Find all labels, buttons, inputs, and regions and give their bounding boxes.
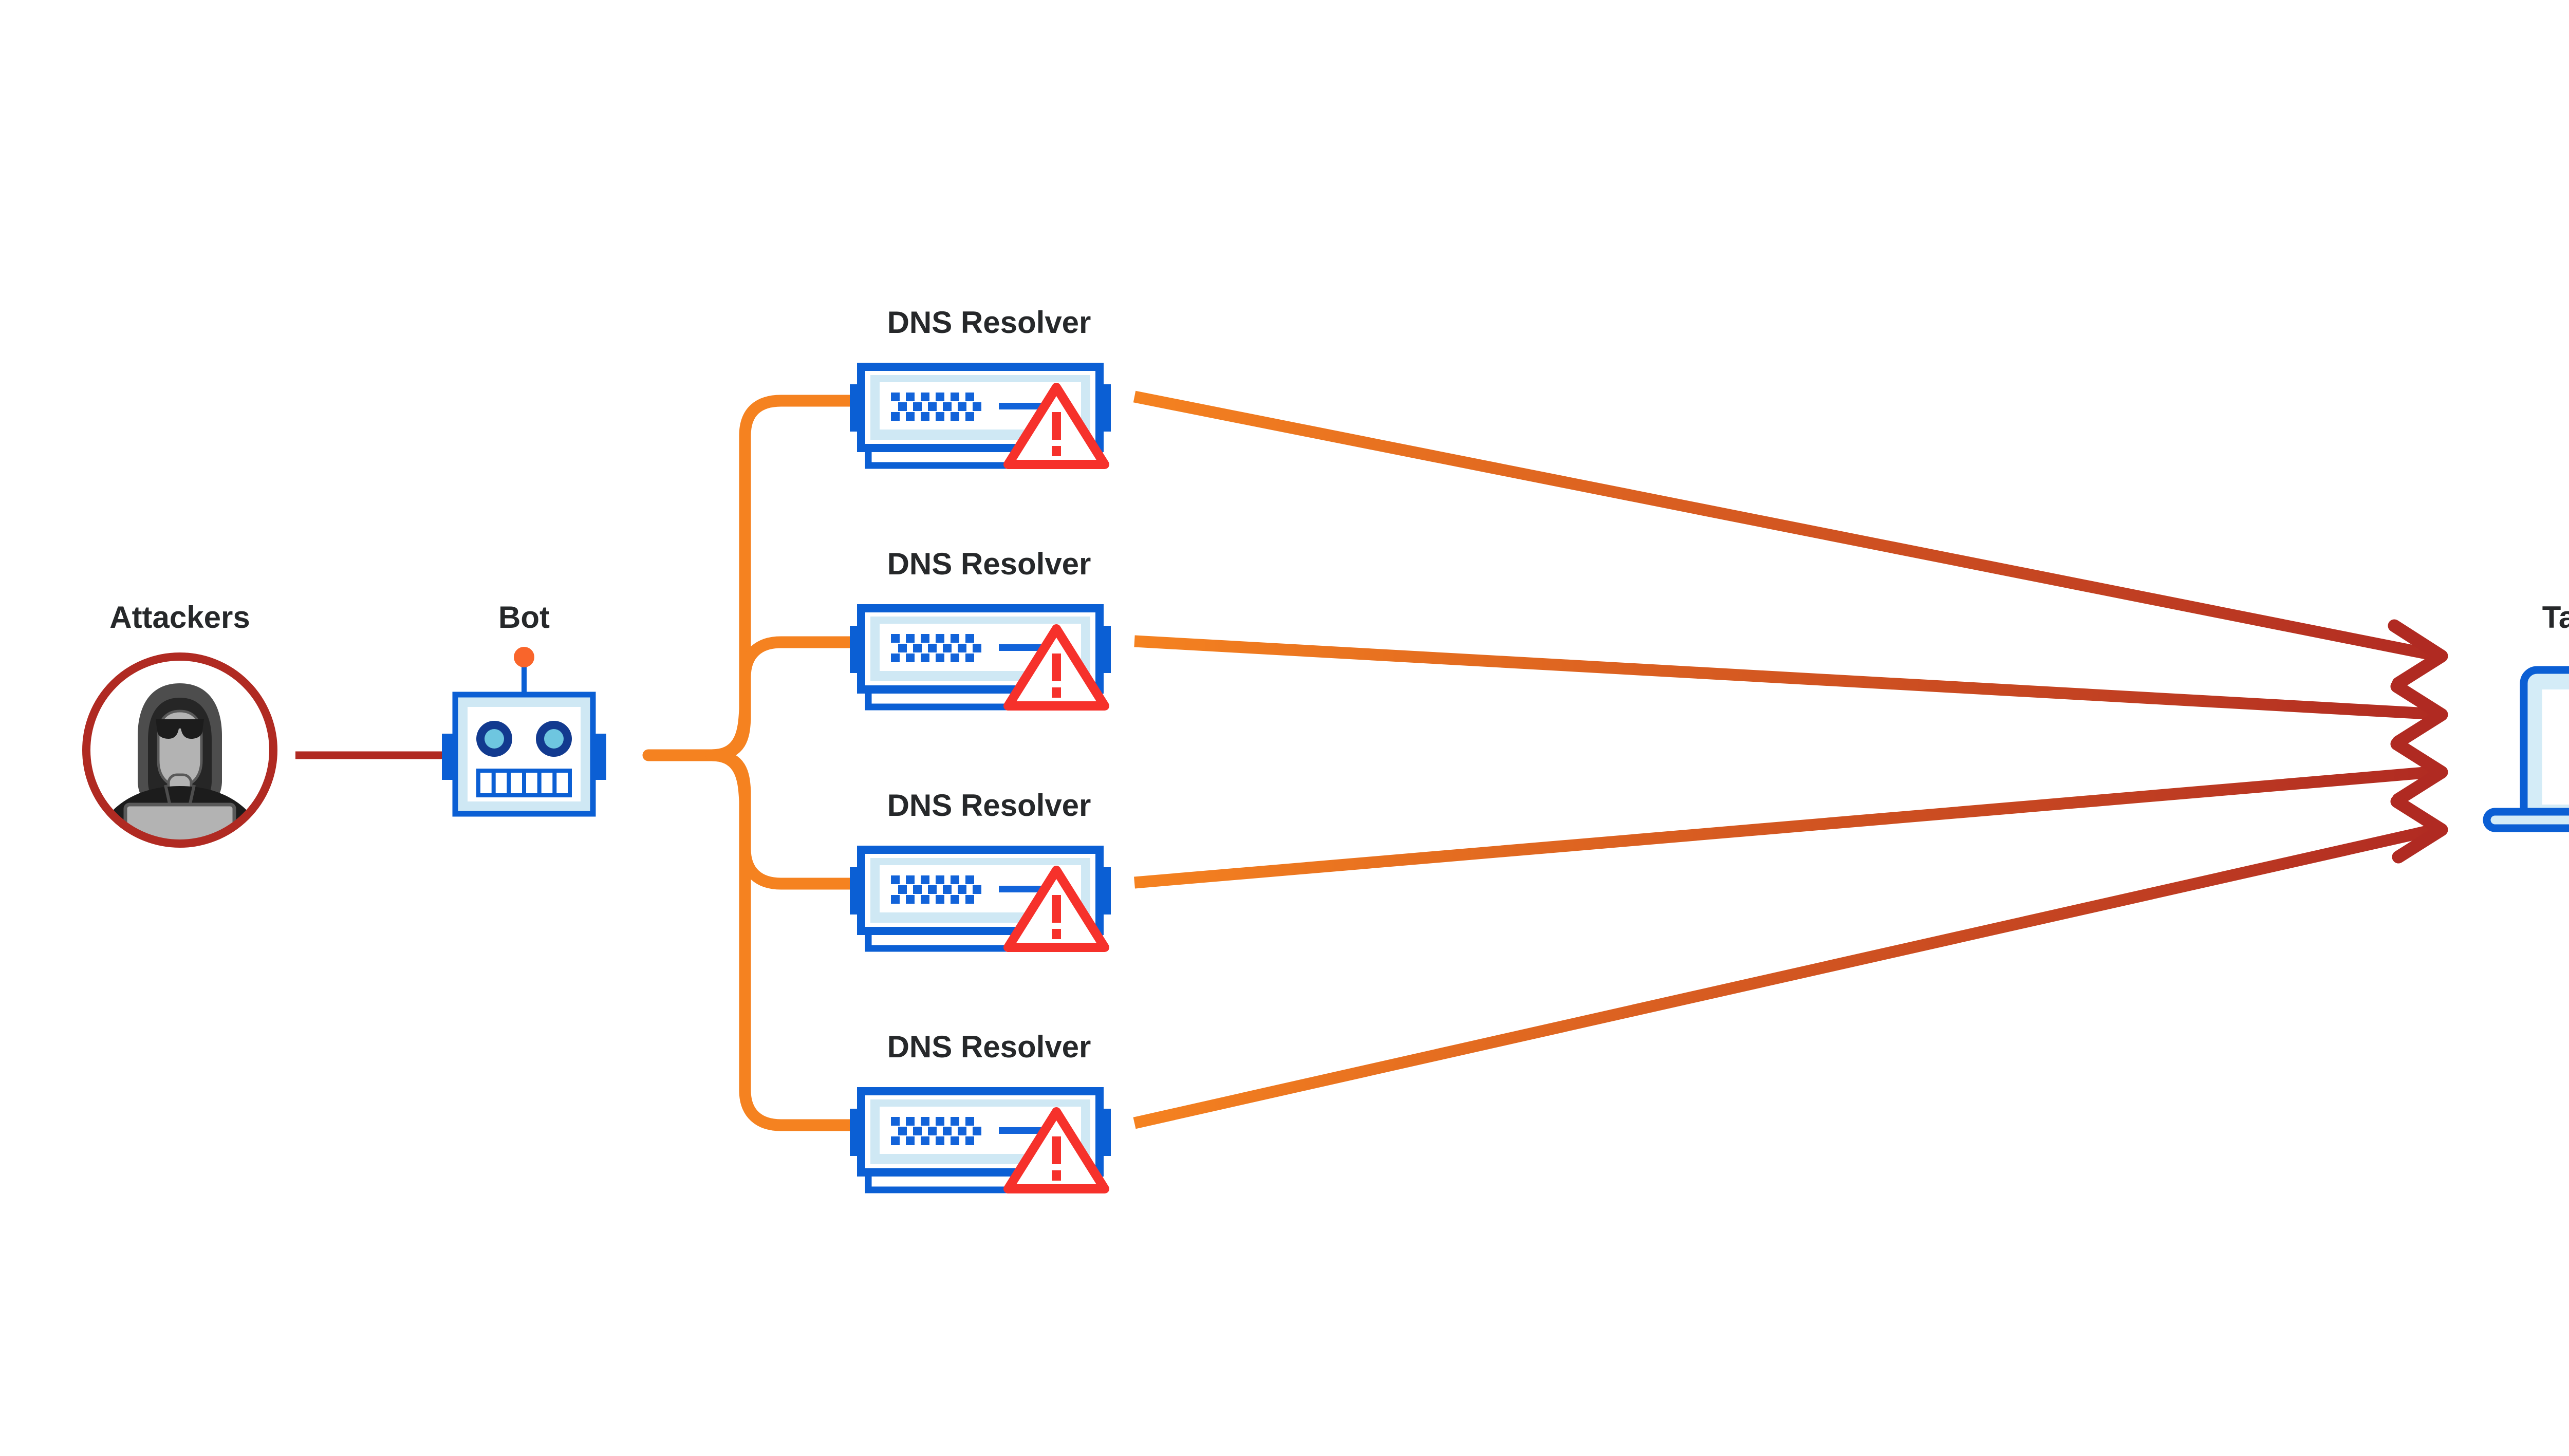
attacker-ring: [82, 652, 277, 848]
edge-bot-to-resolver-2: [705, 636, 861, 761]
arrowhead-3: [2390, 737, 2448, 806]
laptop-user-icon: [2483, 666, 2569, 832]
dns-resolver-icon: [850, 1091, 1111, 1190]
edge-bot-to-resolver-1: [705, 395, 861, 761]
arrowhead-1: [2388, 619, 2448, 690]
node-label-targeted-victim: Targeted Victim: [2542, 600, 2569, 634]
edge-resolver-1-to-victim: [1133, 390, 2438, 662]
robot-antenna-light: [514, 647, 534, 667]
arrowhead-group: [2388, 619, 2448, 864]
edge-bot-to-resolver-3: [705, 749, 861, 890]
node-dns-resolver-4[interactable]: DNS Resolver: [850, 1030, 1111, 1190]
dns-resolver-icon: [850, 608, 1111, 707]
arrowhead-4: [2390, 795, 2448, 864]
node-dns-resolver-2[interactable]: DNS Resolver: [850, 547, 1111, 707]
edge-resolver-4-to-victim: [1133, 823, 2438, 1129]
node-targeted-victim[interactable]: Targeted Victim: [2483, 600, 2569, 832]
node-label-attackers: Attackers: [109, 600, 250, 634]
node-label-dns-resolver-2: DNS Resolver: [887, 547, 1091, 581]
edge-resolver-3-to-victim: [1134, 766, 2437, 889]
edge-group-bot-to-resolvers: [642, 395, 861, 1131]
edge-bot-to-resolver-4: [705, 749, 861, 1131]
node-label-dns-resolver-4: DNS Resolver: [887, 1030, 1091, 1064]
hacker-avatar-icon: [88, 659, 271, 842]
arrowhead-2: [2390, 680, 2448, 749]
node-dns-resolver-3[interactable]: DNS Resolver: [850, 788, 1111, 948]
edge-group-resolvers-to-victim: [1133, 390, 2438, 1129]
edge-resolver-2-to-victim: [1134, 635, 2437, 720]
dns-resolver-icon: [850, 367, 1111, 465]
dns-resolver-icon: [850, 850, 1111, 948]
node-label-dns-resolver-3: DNS Resolver: [887, 788, 1091, 823]
node-attackers[interactable]: Attackers: [82, 600, 277, 861]
node-bot[interactable]: Bot: [442, 600, 606, 817]
robot-icon: [442, 647, 606, 817]
node-dns-resolver-1[interactable]: DNS Resolver: [850, 305, 1111, 465]
node-label-dns-resolver-1: DNS Resolver: [887, 305, 1091, 340]
node-label-bot: Bot: [498, 600, 550, 634]
